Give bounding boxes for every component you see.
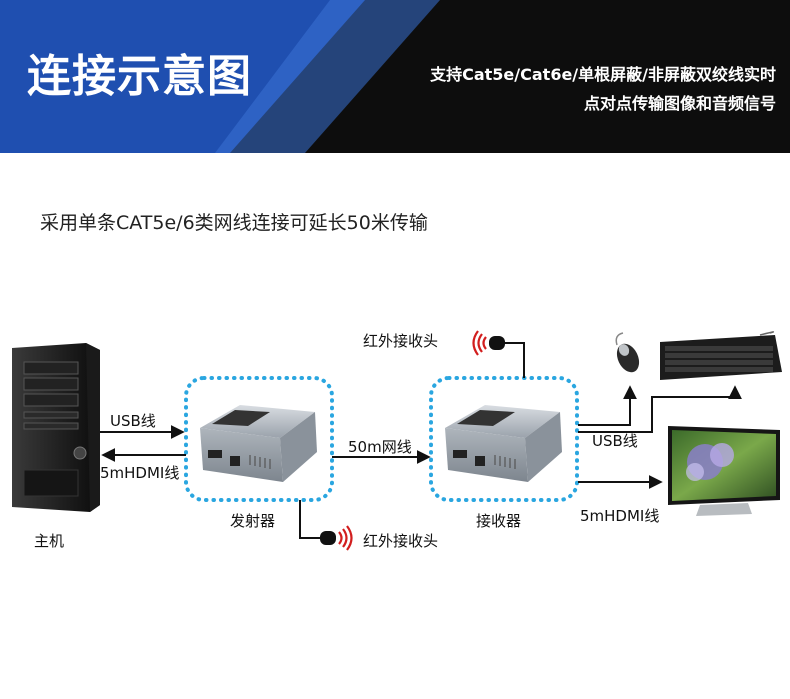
ir-bottom-label: 红外接收头 bbox=[363, 532, 439, 550]
header-banner: 连接示意图 支持Cat5e/Cat6e/单根屏蔽/非屏蔽双绞线实时 点对点传输图… bbox=[0, 0, 790, 153]
usb-right-label: USB线 bbox=[592, 432, 638, 450]
receiver-device-icon bbox=[445, 405, 562, 482]
monitor-icon bbox=[668, 426, 780, 516]
transmitter-device-icon bbox=[200, 405, 317, 482]
transmitter-label: 发射器 bbox=[230, 512, 276, 530]
banner-subtitle: 支持Cat5e/Cat6e/单根屏蔽/非屏蔽双绞线实时 点对点传输图像和音频信号 bbox=[356, 60, 776, 118]
banner-subtitle-line-2: 点对点传输图像和音频信号 bbox=[583, 94, 776, 113]
page-title: 连接示意图 bbox=[27, 51, 252, 102]
hdmi-left-label: 5mHDMI线 bbox=[100, 464, 180, 482]
hdmi-right-label: 5mHDMI线 bbox=[580, 507, 660, 525]
receiver-dotted-frame bbox=[429, 376, 579, 502]
headline: 采用单条CAT5e/6类网线连接可延长50米传输 bbox=[40, 212, 428, 234]
transmitter-dotted-frame bbox=[184, 376, 334, 502]
ir-sensor-icon bbox=[472, 330, 505, 356]
usb-left-label: USB线 bbox=[110, 412, 156, 430]
ir-sensor-bottom bbox=[299, 500, 353, 551]
ir-sensor-icon bbox=[320, 525, 353, 551]
banner-subtitle-line-1: 支持Cat5e/Cat6e/单根屏蔽/非屏蔽双绞线实时 bbox=[430, 65, 776, 84]
ir-top-label: 红外接收头 bbox=[363, 332, 439, 350]
usb-arrows-right bbox=[578, 385, 742, 433]
banner-background bbox=[0, 0, 790, 153]
network-label: 50m网线 bbox=[348, 438, 412, 456]
pc-tower-icon bbox=[12, 343, 100, 512]
mouse-icon bbox=[615, 332, 640, 373]
host-label: 主机 bbox=[34, 532, 65, 550]
receiver-label: 接收器 bbox=[476, 512, 522, 530]
keyboard-icon bbox=[660, 331, 782, 380]
ir-sensor-top bbox=[472, 330, 525, 378]
